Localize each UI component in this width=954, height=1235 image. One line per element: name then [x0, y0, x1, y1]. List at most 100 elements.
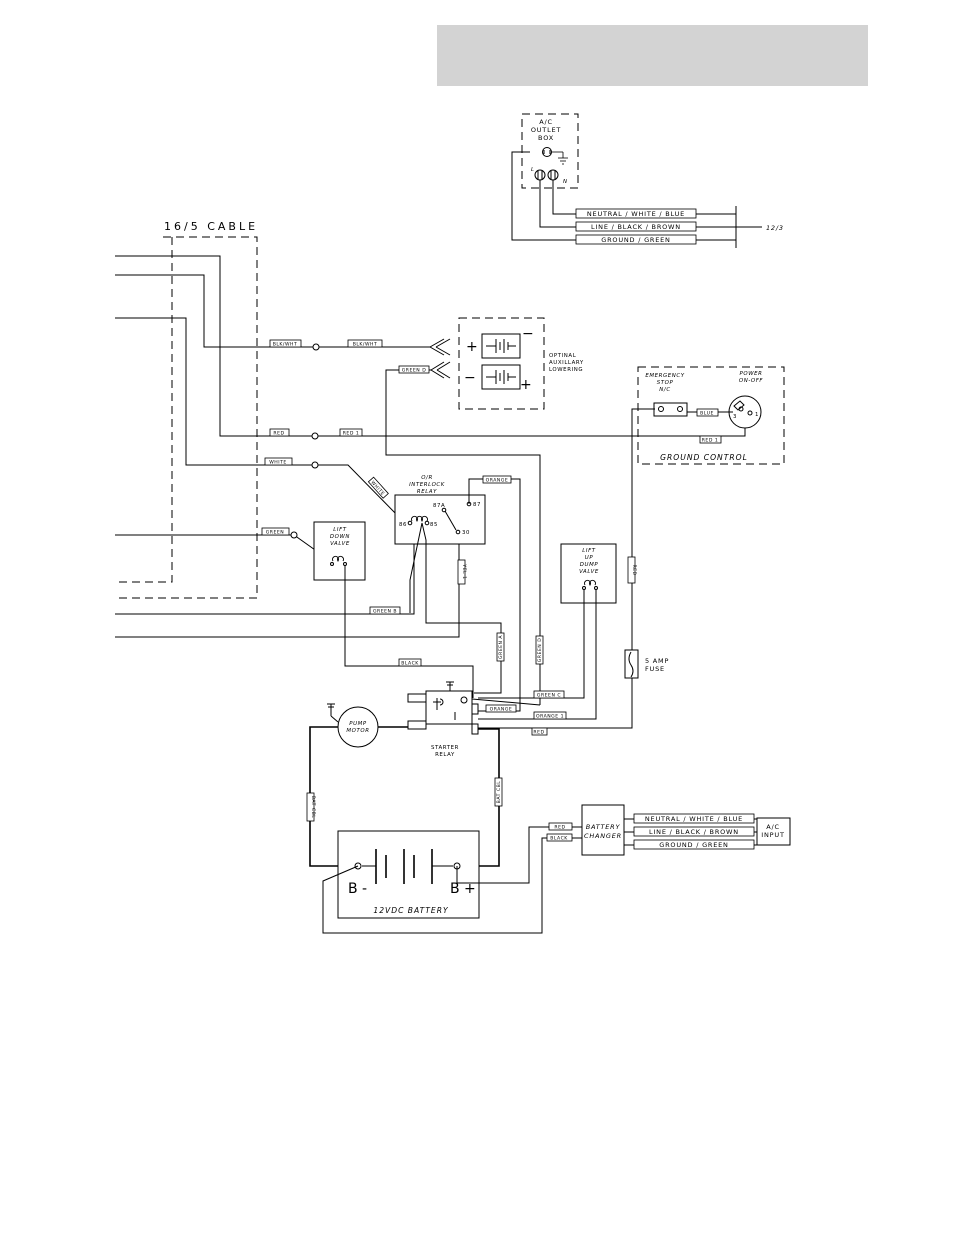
lift-down-valve: LIFT DOWN VALVE BLACK — [313, 521, 474, 698]
battery-pos-label: B + — [450, 881, 476, 897]
tag-blkwht-2: BLK/WHT — [353, 342, 378, 348]
tag-green-d: GREEN D — [402, 368, 427, 374]
battery-neg-label: B - — [348, 881, 367, 897]
starter-relay-box — [425, 690, 473, 725]
outlet-line-terminal-icon — [534, 169, 546, 181]
fuse-icon — [628, 651, 634, 678]
lift-up-valve-box — [560, 543, 617, 604]
battery-12vdc: BAT CBL B - B + 12VDC BATTERY — [337, 728, 503, 919]
battery-title: 12VDC BATTERY — [373, 906, 449, 915]
aux-label-3: LOWERING — [549, 367, 583, 373]
tag-red-1: RED — [273, 431, 284, 437]
starter-relay: STARTER RELAY ORANGE — [407, 681, 517, 758]
outlet-terminal-n: N — [563, 179, 568, 185]
charger-neutral-label: NEUTRAL / WHITE / BLUE — [645, 815, 743, 823]
outlet-line-label: LINE / BLACK / BROWN — [591, 223, 681, 231]
green-d-wire: GREEN D — [385, 361, 541, 706]
lift-up-coil-icon — [584, 579, 596, 586]
pump-motor-label-2: MOTOR — [346, 728, 369, 734]
ground-control-title: GROUND CONTROL — [660, 453, 748, 462]
cable-label: 16/5 CABLE — [164, 220, 258, 233]
charger-line-label: LINE / BLACK / BROWN — [649, 828, 739, 836]
interlock-relay: O/R INTERLOCK RELAY 87A 87 86 85 30 — [394, 475, 486, 545]
relay-label-3: RELAY — [417, 489, 437, 495]
aux-label-1: OPTINAL — [549, 353, 576, 359]
wire-tags-left: BLK/WHT BLK/WHT RED RED 1 WHITE WHITE GR… — [261, 338, 451, 539]
fuse-body — [624, 649, 639, 679]
cable-inner-sheath — [115, 237, 173, 583]
aux-plus-top: + — [466, 339, 478, 355]
lift-up-label-3: DUMP — [580, 562, 599, 568]
lift-down-coil-icon — [332, 555, 344, 562]
ground-symbol-icon — [551, 151, 568, 165]
charger-label-1: BATTERY — [586, 823, 621, 831]
pump-motor: PUMP MOTOR BAT CBL — [306, 703, 408, 867]
aux-lowering-border — [458, 317, 545, 410]
pin-87: 87 — [473, 502, 481, 508]
tag-green-d-v: GREEN D — [537, 638, 543, 663]
ground-control: EMERGENCY STOP N/C POWER ON-OFF 3 1 GROU… — [631, 366, 785, 650]
fuse-label-2: FUSE — [645, 665, 665, 673]
outlet-neutral-terminal-icon — [547, 169, 559, 181]
outlet-box-title-3: BOX — [538, 134, 554, 142]
tag-orange-top: ORANGE — [486, 478, 509, 484]
outlet-box-title-1: A/C — [539, 118, 553, 126]
tag-bat-cbl-right: BAT CBL — [496, 781, 502, 804]
estop-label-3: N/C — [659, 387, 670, 393]
outlet-neutral-label: NEUTRAL / WHITE / BLUE — [587, 210, 685, 218]
lift-down-label-1: LIFT — [333, 527, 346, 533]
aux-minus-bottom: − — [464, 370, 476, 386]
lift-up-valve: LIFT UP DUMP VALVE GREEN C ORANGE 1 — [478, 543, 617, 720]
charger-ground-label: GROUND / GREEN — [659, 841, 728, 849]
pin-30: 30 — [462, 530, 470, 536]
relay-label-2: INTERLOCK — [409, 482, 445, 488]
starter-coil-icon — [433, 698, 444, 710]
estop-terminal-2-icon — [677, 406, 683, 412]
charger-label-2: CHANGER — [584, 832, 622, 840]
lift-up-label-1: LIFT — [582, 548, 595, 554]
tag-green-a: GREEN A — [498, 635, 504, 659]
lift-up-label-4: VALVE — [579, 569, 599, 575]
estop-label-1: EMERGENCY — [645, 373, 684, 379]
tag-green-c: GREEN C — [537, 693, 561, 699]
cable-wires — [115, 255, 746, 638]
interlock-relay-box — [394, 494, 486, 545]
lift-down-label-2: DOWN — [330, 534, 350, 540]
starter-relay-label-2: RELAY — [435, 752, 455, 758]
battery-box — [337, 830, 480, 919]
tag-red-v: RED — [631, 564, 637, 575]
pump-motor-icon — [337, 706, 379, 748]
estop-label-2: STOP — [657, 380, 674, 386]
header-bar — [437, 25, 868, 86]
fuse-label-1: 5 AMP — [645, 657, 669, 665]
power-label-2: ON-OFF — [739, 378, 764, 384]
ac-outlet-box: A/C OUTLET BOX L N — [521, 113, 579, 189]
ground-control-border — [637, 366, 785, 465]
tag-green-1: GREEN — [266, 530, 285, 536]
tag-blkwht-1: BLK/WHT — [273, 342, 298, 348]
relay-label-1: O/R — [421, 475, 433, 481]
outlet-cable-gauge: 12/3 — [766, 224, 784, 232]
tag-orange-1: ORANGE 1 — [536, 714, 564, 720]
outlet-box-border — [521, 113, 579, 189]
cable-outer-sheath — [115, 236, 258, 599]
power-terminal-3: 3 — [733, 414, 737, 420]
ac-input-box — [756, 817, 791, 846]
lift-up-label-2: UP — [585, 555, 594, 561]
aux-label-2: AUXILLARY — [549, 360, 584, 366]
lift-down-valve-box — [313, 521, 366, 581]
ac-input-label-1: A/C — [766, 823, 780, 831]
tag-green-b: GREEN B — [373, 609, 397, 615]
estop-terminal-1-icon — [658, 406, 664, 412]
pin-85: 85 — [430, 522, 438, 528]
outlet-ground-label: GROUND / GREEN — [601, 236, 670, 244]
tag-red-2: RED 1 — [343, 431, 360, 437]
starter-relay-label-1: STARTER — [431, 745, 459, 751]
relay-wires: ORANGE YEL 1 GREEN B GREEN A GREEN D — [369, 475, 544, 712]
cable-16-5: 16/5 CABLE — [115, 220, 258, 599]
power-terminal-1: 1 — [755, 412, 759, 418]
aux-plus-bottom: + — [520, 377, 532, 393]
pump-motor-label-1: PUMP — [349, 721, 367, 727]
pin-87a: 87A — [433, 503, 445, 509]
